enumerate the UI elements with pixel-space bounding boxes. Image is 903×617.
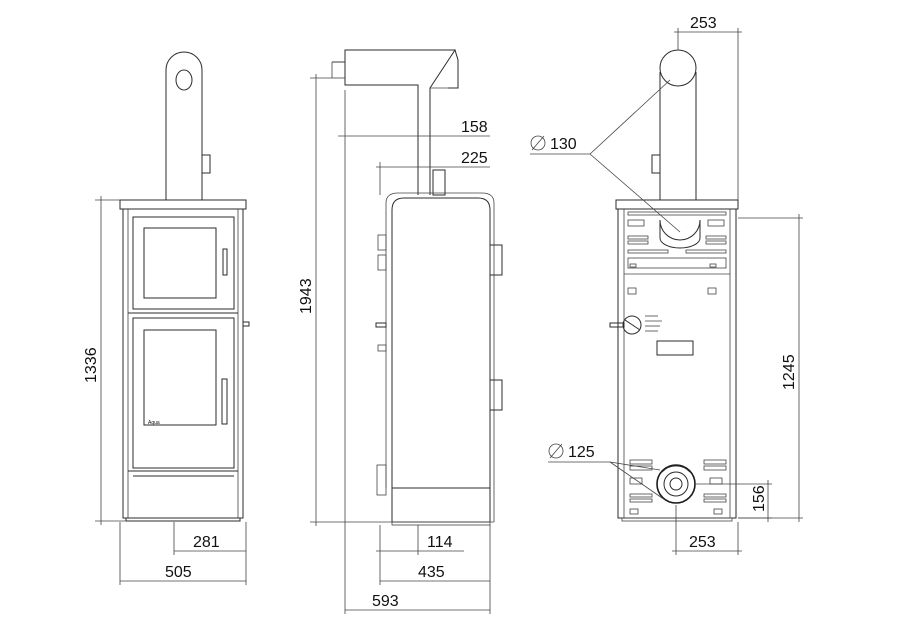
- dim-top-flue: 253: [674, 15, 742, 200]
- dim-front-leg: 281: [173, 522, 247, 555]
- air-inlet-outer-circle: [656, 464, 696, 504]
- dim-front-width: 505: [119, 522, 247, 585]
- front-upper-handle: [222, 248, 228, 276]
- dim-label-front-width: 505: [165, 564, 192, 581]
- flue-handle: [202, 154, 211, 174]
- front-upper-glass: [143, 227, 217, 299]
- dim-label-flue-top: 158: [461, 119, 488, 136]
- dim-label-total-height: 1943: [298, 278, 315, 314]
- dim-side-foot: 114: [376, 525, 464, 555]
- dim-inlet-diameter: 125: [548, 443, 666, 501]
- side-lower-handle: [489, 379, 503, 411]
- side-ribs: [375, 234, 387, 496]
- front-upper-door: [132, 216, 235, 310]
- side-flue-collar: [432, 169, 446, 196]
- dim-total-height: 1943: [298, 74, 386, 526]
- brand-logo: Aqua: [148, 420, 160, 426]
- front-foot: [125, 517, 241, 522]
- front-view: Aqua 1336 281 505: [83, 51, 250, 585]
- front-flue-pipe: [165, 51, 211, 200]
- dim-label-flue-diameter: 130: [550, 136, 577, 153]
- flue-outlet-ellipse: [175, 69, 193, 91]
- side-flue-pipe: [331, 49, 459, 196]
- dim-bottom-inlet: 253: [672, 505, 742, 555]
- dim-front-height: 1336: [83, 196, 126, 525]
- dim-label-front-height: 1336: [83, 347, 100, 383]
- front-lower-door: [132, 317, 235, 469]
- dim-label-inlet-height: 156: [751, 485, 768, 512]
- dim-label-side-total-depth: 593: [372, 593, 399, 610]
- dim-flue-top: 158: [338, 90, 490, 140]
- dim-side-depth: 435: [379, 525, 491, 585]
- dim-side-total-depth: 593: [344, 140, 491, 614]
- dim-label-flue-bottom: 225: [461, 150, 488, 167]
- front-lower-handle: [221, 378, 228, 425]
- rear-top-vents: [624, 211, 730, 295]
- dim-label-bottom-inlet: 253: [689, 534, 716, 551]
- dim-flue-diameter: 130: [530, 79, 681, 233]
- rear-top-plate: [615, 199, 739, 210]
- rear-air-inlet: [629, 459, 727, 515]
- rear-label-plate: [656, 340, 694, 356]
- side-body: [391, 197, 491, 523]
- rear-flue-circle: [659, 49, 697, 87]
- dim-rear-height: 1245: [738, 214, 803, 522]
- rear-view: 253 130 1245 125: [530, 15, 803, 555]
- dim-flue-bottom: 225: [376, 150, 490, 195]
- dim-label-side-depth: 435: [418, 564, 445, 581]
- dim-inlet-height: 156: [696, 480, 772, 522]
- dim-label-side-foot: 114: [427, 534, 453, 551]
- dim-label-inlet-diameter: 125: [568, 444, 595, 461]
- side-upper-handle: [489, 244, 503, 276]
- dim-label-front-leg: 281: [193, 534, 220, 551]
- rear-flue-outlet: [659, 219, 701, 249]
- rear-flue-pipe: [651, 49, 697, 200]
- front-body: [122, 208, 244, 519]
- dim-label-rear-height: 1245: [781, 354, 798, 390]
- front-top-plate: [119, 199, 247, 210]
- front-side-knob: [242, 321, 250, 327]
- side-view: 1943 158 225 114 435: [298, 49, 503, 614]
- dim-label-top-flue: 253: [690, 15, 717, 32]
- front-lower-glass: [143, 329, 217, 426]
- rear-control-knob: [609, 315, 662, 335]
